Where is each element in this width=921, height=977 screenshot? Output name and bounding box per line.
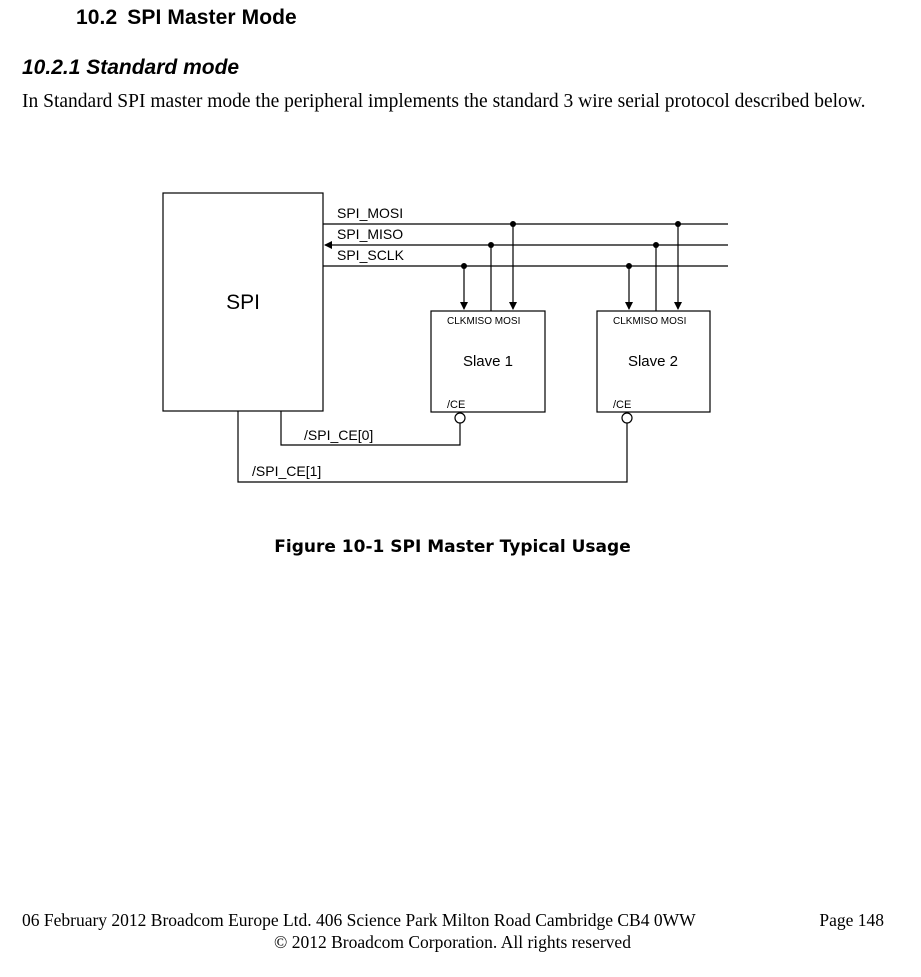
slave-2-pins: CLKMISO MOSI [613, 316, 686, 327]
slave-1-block [430, 310, 546, 413]
spi-ce1-wire [237, 411, 628, 483]
figure-caption: Figure 10-1 SPI Master Typical Usage [274, 537, 631, 557]
section-heading: 10.2 SPI Master Mode [76, 6, 297, 30]
body-paragraph: In Standard SPI master mode the peripher… [22, 91, 866, 112]
section-title: SPI Master Mode [127, 6, 297, 29]
slave-1-name: Slave 1 [463, 353, 513, 370]
slave-1-miso-junction [488, 242, 494, 248]
slave-1-mosi-junction [510, 221, 516, 227]
slave-2-ce-bubble [621, 412, 633, 424]
spi-ce0-wire [280, 411, 461, 446]
slave-2-clk-junction [626, 263, 632, 269]
spi-master-label: SPI [226, 291, 260, 314]
footer-page-number: Page 148 [819, 910, 884, 930]
miso-signal-label: SPI_MISO [337, 226, 403, 242]
slave-1-clk-junction [461, 263, 467, 269]
slave-1-pins: CLKMISO MOSI [447, 316, 520, 327]
spi-ce1-label: /SPI_CE[1] [252, 463, 321, 479]
subsection-heading: 10.2.1 Standard mode [22, 56, 240, 79]
sclk-signal-label: SPI_SCLK [337, 247, 405, 263]
slave-2-miso-junction [653, 242, 659, 248]
slave-1-ce-pin: /CE [447, 399, 465, 411]
slave-2-name: Slave 2 [628, 353, 678, 370]
slave-2-ce-pin: /CE [613, 399, 631, 411]
section-number: 10.2 [76, 6, 118, 29]
slave-2-mosi-junction [675, 221, 681, 227]
mosi-signal-label: SPI_MOSI [337, 205, 403, 221]
spi-ce0-label: /SPI_CE[0] [304, 427, 373, 443]
spi-master-block [162, 192, 324, 412]
footer-copyright: © 2012 Broadcom Corporation. All rights … [274, 932, 631, 952]
slave-2-block [596, 310, 711, 413]
slave-1-ce-bubble [454, 412, 466, 424]
footer-address: 06 February 2012 Broadcom Europe Ltd. 40… [22, 910, 696, 930]
